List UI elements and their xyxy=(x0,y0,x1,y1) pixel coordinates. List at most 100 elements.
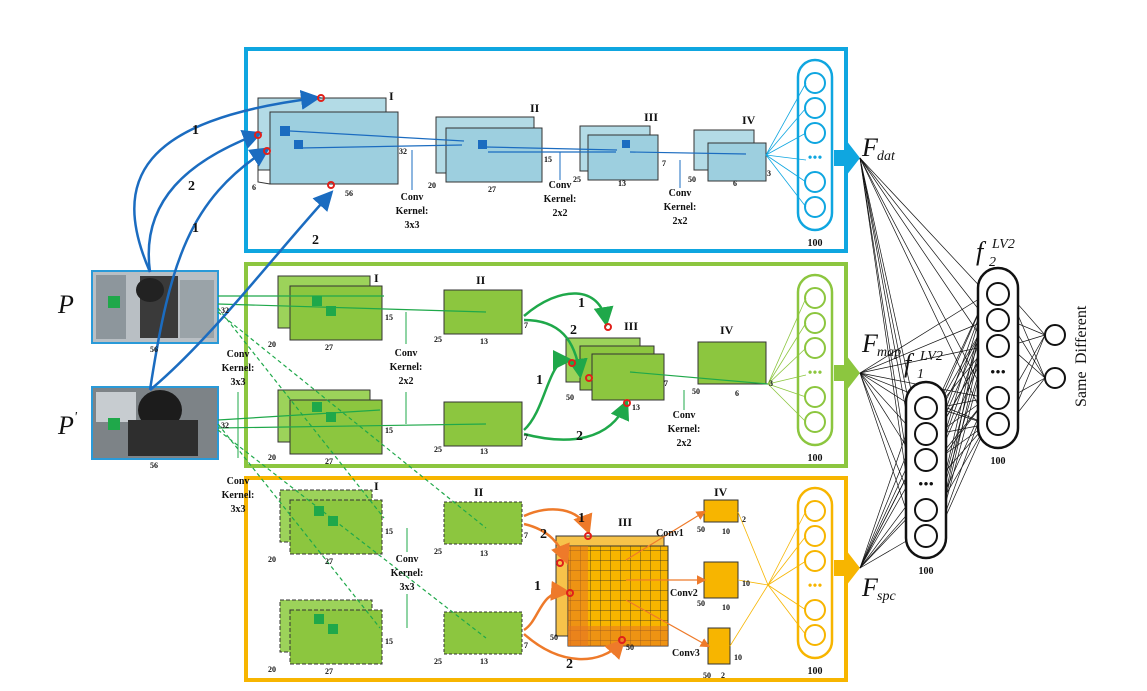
svg-text:13: 13 xyxy=(480,337,488,346)
svg-text:Conv: Conv xyxy=(227,476,250,487)
svg-text:13: 13 xyxy=(480,657,488,666)
svg-text:LV2: LV2 xyxy=(991,237,1015,252)
spc-output-arrow xyxy=(834,550,860,586)
svg-text:F: F xyxy=(861,573,879,602)
spc-head-1 xyxy=(703,499,739,523)
svg-text:6: 6 xyxy=(735,389,739,398)
svg-text:27: 27 xyxy=(325,343,333,352)
svg-text:III: III xyxy=(624,319,638,333)
svg-text:2: 2 xyxy=(540,527,547,542)
svg-text:3x3: 3x3 xyxy=(231,377,246,388)
svg-text:50: 50 xyxy=(566,393,574,402)
svg-text:10: 10 xyxy=(722,527,730,536)
svg-text:32: 32 xyxy=(399,147,407,156)
svg-text:50: 50 xyxy=(692,387,700,396)
svg-text:I: I xyxy=(374,271,379,285)
svg-text:Conv: Conv xyxy=(401,192,424,203)
svg-text:III: III xyxy=(618,515,632,529)
svg-text:100: 100 xyxy=(808,666,823,677)
svg-text:20: 20 xyxy=(268,665,276,674)
svg-text:map: map xyxy=(877,345,901,360)
svg-text:25: 25 xyxy=(434,547,442,556)
svg-text:50: 50 xyxy=(550,633,558,642)
svg-text:15: 15 xyxy=(385,426,393,435)
dat-layer-4 xyxy=(693,129,767,182)
map-layer-4 xyxy=(697,341,767,385)
svg-text:32: 32 xyxy=(221,421,229,430)
svg-text:100: 100 xyxy=(991,456,1006,467)
svg-text:2: 2 xyxy=(721,671,725,680)
svg-text:Conv: Conv xyxy=(395,348,418,359)
svg-text:1: 1 xyxy=(917,367,924,382)
svg-text:I: I xyxy=(374,479,379,493)
svg-text:20: 20 xyxy=(268,453,276,462)
svg-text:7: 7 xyxy=(524,321,528,330)
svg-text:10: 10 xyxy=(722,603,730,612)
spc-layer-1-top xyxy=(279,489,383,555)
svg-text:100: 100 xyxy=(919,566,934,577)
spc-fc-fan xyxy=(729,510,807,647)
dat-layer-2 xyxy=(435,116,543,183)
dat-layer-1 xyxy=(257,97,399,185)
svg-text:50: 50 xyxy=(688,175,696,184)
svg-text:25: 25 xyxy=(434,335,442,344)
svg-text:27: 27 xyxy=(325,557,333,566)
svg-text:2x2: 2x2 xyxy=(677,438,692,449)
input-image-p-prime xyxy=(91,386,219,460)
spc-labels: I II III IV 15 27 20 15 27 20 7 13 25 7 … xyxy=(222,476,897,680)
spc-layer-1-bottom xyxy=(279,599,383,665)
svg-text:•••: ••• xyxy=(918,477,934,493)
svg-text:dat: dat xyxy=(877,149,896,164)
svg-text:2x2: 2x2 xyxy=(399,376,414,387)
svg-text:II: II xyxy=(474,485,484,499)
map-labels: I II III IV 15 27 20 15 27 20 7 13 25 7 … xyxy=(222,271,902,466)
svg-text:10: 10 xyxy=(742,579,750,588)
svg-text:Kernel:: Kernel: xyxy=(544,194,577,205)
spc-layer-2-bottom xyxy=(443,611,523,655)
svg-text:10: 10 xyxy=(734,653,742,662)
svg-text:7: 7 xyxy=(662,159,666,168)
dat-fc-fan xyxy=(765,82,807,208)
dat-labels: I II III IV 32 56 6 15 27 20 7 13 25 3 6… xyxy=(252,89,896,249)
svg-text:15: 15 xyxy=(385,313,393,322)
svg-text:II: II xyxy=(476,273,486,287)
svg-text:25: 25 xyxy=(434,445,442,454)
svg-text:Conv1: Conv1 xyxy=(656,528,684,539)
svg-text:100: 100 xyxy=(808,238,823,249)
fusion-labels: f 1 LV2 100 f 2 LV2 100 xyxy=(904,237,1015,577)
output-labels: Same Different xyxy=(1073,305,1090,407)
svg-text:13: 13 xyxy=(632,403,640,412)
map-layer-1-top xyxy=(277,275,383,341)
svg-text:3x3: 3x3 xyxy=(231,504,246,515)
svg-text:Conv: Conv xyxy=(549,180,572,191)
map-fc-column: ••• xyxy=(796,273,834,447)
dat-fc-column: ••• xyxy=(796,58,834,232)
red-markers xyxy=(254,94,631,644)
spc-conv-ticks xyxy=(237,392,408,628)
spc-head-links xyxy=(625,510,711,648)
spc-step-arrows xyxy=(523,508,626,661)
svg-text:Kernel:: Kernel: xyxy=(222,490,255,501)
svg-text:I: I xyxy=(389,89,394,103)
svg-text:1: 1 xyxy=(192,221,199,236)
output-nodes xyxy=(1044,324,1066,389)
map-flow-lines xyxy=(217,295,769,429)
svg-text:1: 1 xyxy=(578,511,585,526)
svg-text:50: 50 xyxy=(697,599,705,608)
spc-flow-lines xyxy=(217,307,487,639)
svg-text:1: 1 xyxy=(578,296,585,311)
svg-text:Conv3: Conv3 xyxy=(672,648,700,659)
svg-text:•••: ••• xyxy=(990,365,1006,381)
svg-text:2: 2 xyxy=(188,179,195,194)
svg-text:II: II xyxy=(530,101,540,115)
svg-text:1: 1 xyxy=(192,123,199,138)
svg-text:56: 56 xyxy=(345,189,353,198)
svg-text:F: F xyxy=(861,329,879,358)
map-layer-3 xyxy=(565,337,665,401)
svg-text:56: 56 xyxy=(150,345,158,354)
svg-text:13: 13 xyxy=(480,549,488,558)
spc-head-3 xyxy=(707,627,731,665)
fusion-layer-1: ••• xyxy=(904,380,948,560)
dat-flow-lines xyxy=(289,130,747,155)
